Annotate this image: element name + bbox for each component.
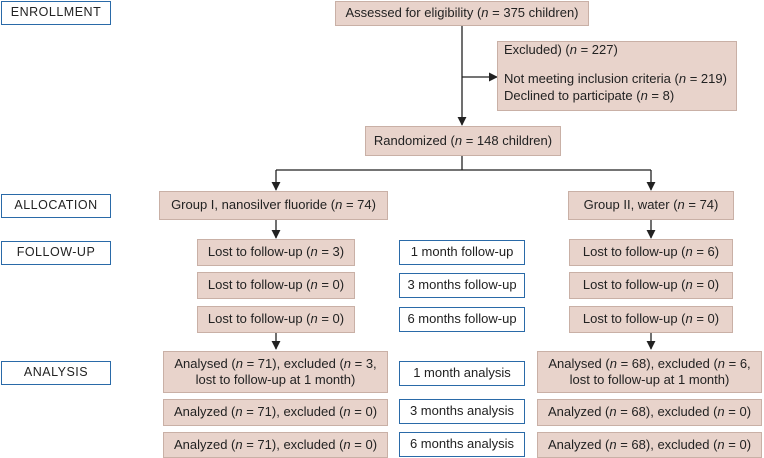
analysis-label-6-months: 6 months analysis [399,432,525,457]
excluded-total: Excluded) (n = 227) [504,42,618,57]
analysis-label-3-months: 3 months analysis [399,399,525,424]
randomized-box: Randomized (n = 148 children) [365,126,561,156]
g2-analysis-6-months: Analyzed (n = 68), excluded (n = 0) [537,432,762,458]
g2-lost-6-months: Lost to follow-up (n = 0) [569,306,733,333]
g1-lost-6-months: Lost to follow-up (n = 0) [197,306,355,333]
excluded-box: Excluded) (n = 227) Not meeting inclusio… [497,41,737,111]
g1-analysis-3-months: Analyzed (n = 71), excluded (n = 0) [163,399,388,426]
g1-lost-1-month: Lost to follow-up (n = 3) [197,239,355,266]
excluded-declined: Declined to participate (n = 8) [504,87,675,103]
g2-analysis-3-months: Analyzed (n = 68), excluded (n = 0) [537,399,762,426]
analysis-label-1-month: 1 month analysis [399,361,525,386]
eligibility-box: Assessed for eligibility (n = 375 childr… [335,1,589,26]
g1-analysis-6-months: Analyzed (n = 71), excluded (n = 0) [163,432,388,458]
excluded-criteria: Not meeting inclusion criteria (n = 219) [504,71,727,87]
stage-follow-up: FOLLOW-UP [1,241,111,265]
stage-allocation: ALLOCATION [1,194,111,218]
followup-label-6-months: 6 months follow-up [399,307,525,332]
g2-lost-3-months: Lost to follow-up (n = 0) [569,272,733,299]
followup-label-3-months: 3 months follow-up [399,273,525,298]
g2-analysis-1-month: Analysed (n = 68), excluded (n = 6, lost… [537,351,762,393]
g1-analysis-1-month: Analysed (n = 71), excluded (n = 3, lost… [163,351,388,393]
group1-box: Group I, nanosilver fluoride (n = 74) [159,191,388,220]
g1-lost-3-months: Lost to follow-up (n = 0) [197,272,355,299]
followup-label-1-month: 1 month follow-up [399,240,525,265]
group2-box: Group II, water (n = 74) [568,191,734,220]
stage-analysis: ANALYSIS [1,361,111,385]
g2-lost-1-month: Lost to follow-up (n = 6) [569,239,733,266]
stage-enrollment: ENROLLMENT [1,1,111,25]
